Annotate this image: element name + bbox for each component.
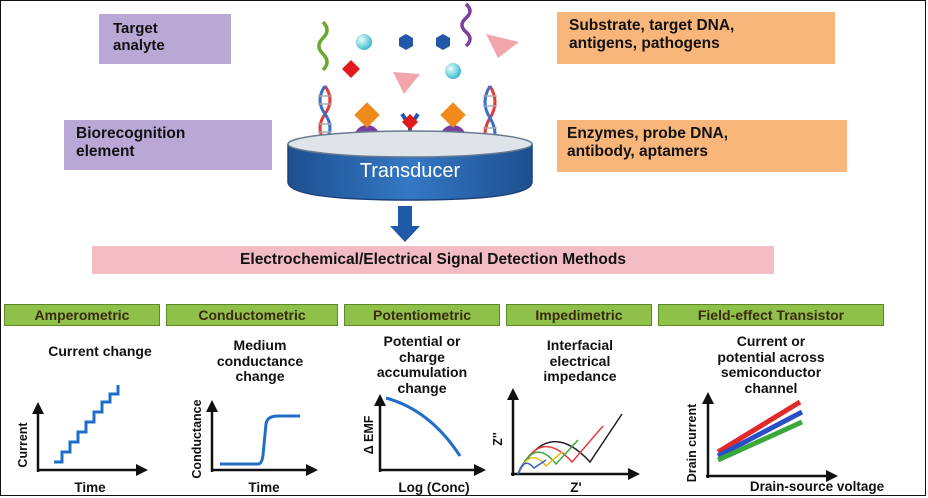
detection-methods-banner: Electrochemical/Electrical Signal Detect… xyxy=(92,246,774,274)
cyan-sphere xyxy=(445,63,461,79)
enzymes-label: Enzymes, probe DNA, antibody, aptamers xyxy=(557,120,847,172)
cyan-sphere xyxy=(356,34,372,50)
method-header-amperometric: Amperometric xyxy=(4,304,160,326)
orange-substrate xyxy=(440,102,466,128)
method-description-fet: Current or potential across semiconducto… xyxy=(717,333,825,397)
method-header-potentiometric: Potentiometric xyxy=(344,304,500,326)
method-description-impedimetric: Interfacial electrical impedance xyxy=(543,337,617,385)
x-axis-label-amperometric: Time xyxy=(74,480,106,495)
fet-blue-line xyxy=(716,409,804,459)
nyquist-red xyxy=(517,425,604,475)
x-axis-label-impedimetric: Z' xyxy=(570,480,582,495)
x-axis-label-fet: Drain-source voltage xyxy=(749,479,885,494)
red-diamond xyxy=(402,114,418,130)
y-axis-label-impedimetric: Z'' xyxy=(491,432,505,446)
conductometric-plot xyxy=(206,400,318,476)
x-axis-label-potentiometric: Log (Conc) xyxy=(398,480,470,495)
transducer-drum xyxy=(287,130,533,201)
potentiometric-plot xyxy=(374,394,486,476)
method-description-amperometric: Current change xyxy=(48,343,152,359)
fet-plot xyxy=(702,392,838,482)
purple-dna-strand xyxy=(460,2,472,48)
y-axis-label-potentiometric: Δ EMF xyxy=(362,415,376,455)
pink-triangle xyxy=(393,72,420,94)
method-header-fet: Field-effect Transistor xyxy=(658,304,884,326)
orange-substrate xyxy=(354,102,380,128)
substrate-label: Substrate, target DNA, antigens, pathoge… xyxy=(557,12,835,64)
y-axis-label-amperometric: Current xyxy=(16,422,30,468)
biorecognition-label: Biorecognition element xyxy=(64,120,272,170)
pink-triangle xyxy=(486,34,519,58)
nyquist-black xyxy=(517,413,623,475)
staircase-curve xyxy=(54,385,120,464)
fet-red-line xyxy=(716,399,802,455)
nyquist-blue xyxy=(517,459,547,475)
y-axis-label-conductometric: Conductance xyxy=(190,399,204,479)
method-description-potentiometric: Potential or charge accumulation change xyxy=(376,333,468,397)
y-axis-label-fet: Drain current xyxy=(685,403,699,483)
transducer-label: Transducer xyxy=(359,160,461,182)
target-analyte-label: Target analyte xyxy=(99,14,231,64)
down-arrow xyxy=(390,206,420,242)
red-diamond xyxy=(342,60,360,78)
step-curve xyxy=(220,414,300,466)
blue-hexagon xyxy=(436,34,450,50)
decreasing-curve xyxy=(385,396,462,457)
method-header-conductometric: Conductometric xyxy=(166,304,338,326)
method-header-impedimetric: Impedimetric xyxy=(506,304,652,326)
green-dna-strand xyxy=(317,20,329,72)
method-description-conductometric: Medium conductance change xyxy=(216,337,304,385)
blue-hexagon xyxy=(399,34,413,50)
impedimetric-plot xyxy=(507,388,640,480)
amperometric-plot xyxy=(32,385,148,476)
x-axis-label-conductometric: Time xyxy=(248,480,280,495)
fet-green-line xyxy=(716,419,804,463)
